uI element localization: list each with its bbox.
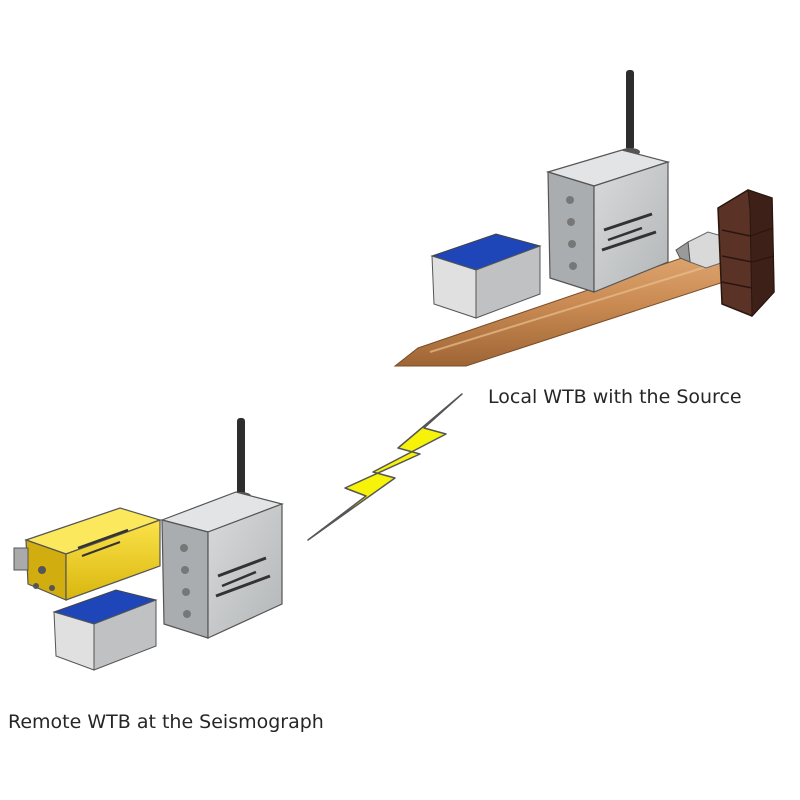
lightning-bolt-icon xyxy=(307,393,463,541)
remote-wtb-group xyxy=(13,418,284,671)
battery-icon xyxy=(430,233,542,319)
local-wtb-group xyxy=(393,70,775,367)
antenna-icon xyxy=(231,418,251,500)
antenna-icon xyxy=(620,70,640,156)
local-wtb-enclosure xyxy=(545,70,671,293)
sledgehammer-icon xyxy=(393,189,775,367)
local-wtb-caption: Local WTB with the Source xyxy=(488,386,742,408)
seismograph-icon xyxy=(13,507,162,601)
remote-wtb-enclosure xyxy=(160,418,284,639)
remote-wtb-caption: Remote WTB at the Seismograph xyxy=(8,711,324,733)
battery-icon xyxy=(52,589,158,671)
